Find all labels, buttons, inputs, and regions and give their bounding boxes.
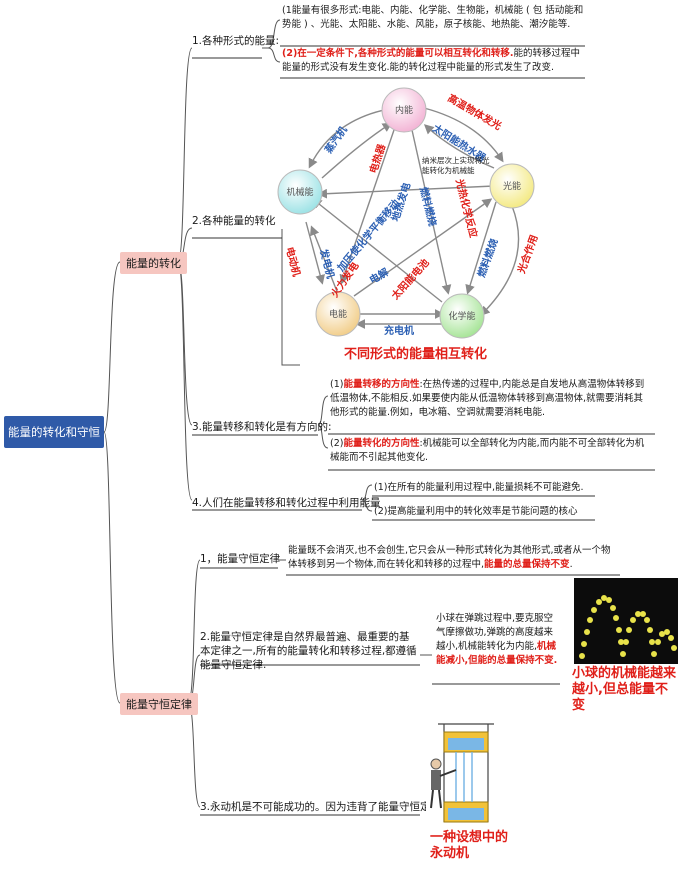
energy-transfer-text: (2)在一定条件下,各种形式的能量可以相互转化和转移.能的转移过程中能量的形式没… <box>282 48 581 73</box>
node-light-energy <box>489 163 535 209</box>
item-perpetual-label: 3.永动机是不可能成功的。因为违背了能量守恒定律. <box>200 801 445 813</box>
item-law-label: 1，能量守恒定律 <box>200 553 281 565</box>
node-light-label: 光能 <box>503 180 521 192</box>
ball-bounce-highlight: 机械能减小,但能的总量保持不变. <box>436 641 558 666</box>
bouncing-ball-image <box>574 578 678 664</box>
label-hot-glow: 高温物体发光 <box>446 91 504 132</box>
perpetual-machine-image <box>426 722 502 828</box>
item-direction-label: 3.能量转移和转化是有方向的: <box>192 421 332 433</box>
label-nano: 纳米层次上实现将光能转化为机械能 <box>422 156 490 175</box>
ball-caption: 小球的机械能越来越小,但总能量不变 <box>572 666 677 713</box>
topic-energy-conversion[interactable]: 能量的转化 <box>120 252 187 274</box>
root-topic[interactable]: 能量的转化和守恒 <box>4 416 104 448</box>
node-mechanical-energy <box>277 169 323 215</box>
energy-conversion-diagram: 内能 光能 机械能 电能 化学能 高温物体发光 太阳能热水器 蒸汽机 电热器 地… <box>277 87 540 339</box>
perpetual-caption: 一种设想中的永动机 <box>430 830 509 861</box>
item-conversion-label: 2.各种能量的转化 <box>192 215 276 227</box>
node-elec-label: 电能 <box>329 308 347 320</box>
direction-transfer-highlight: 能量转移的方向性 <box>343 379 420 390</box>
law-text: 能量既不会消灭,也不会创生,它只会从一种形式转化为其他形式,或者从一个物体转移到… <box>288 545 611 570</box>
utilization-text-1: (1)在所有的能量利用过程中,能量损耗不可能避免. <box>374 482 584 493</box>
item-energy-forms-label: 1.各种形式的能量: <box>192 35 280 47</box>
utilization-text-2: (2)提高能量利用中的转化效率是节能问题的核心 <box>374 506 578 517</box>
direction-conversion-text: (2)能量转化的方向性:机械能可以全部转化为内能,而内能不可全部转化为机械能而不… <box>330 438 645 463</box>
node-chem-label: 化学能 <box>448 310 475 322</box>
label-solar-cell: 太阳能电池 <box>388 256 432 303</box>
node-inner-label: 内能 <box>395 104 413 116</box>
energy-transfer-highlight: (2)在一定条件下,各种形式的能量可以相互转化和转移. <box>282 48 514 59</box>
label-electric-heater: 电热器 <box>366 141 388 174</box>
node-electric-energy <box>315 291 361 337</box>
direction-conversion-highlight: 能量转化的方向性 <box>343 438 420 449</box>
label-motor: 电动机 <box>283 245 303 277</box>
item-fundamental-label: 2.能量守恒定律是自然界最普遍、最重要的基本定律之一,所有的能量转化和转移过程,… <box>200 631 417 671</box>
law-highlight: 能量的总量保持不变 <box>484 559 570 570</box>
conversion-caption: 不同形式的能量相互转化 <box>344 347 488 362</box>
topic-conservation-law[interactable]: 能量守恒定律 <box>120 693 198 715</box>
direction-transfer-text: (1)能量转移的方向性:在热传递的过程中,内能总是自发地从高温物体转移到低温物体… <box>330 379 645 418</box>
node-mech-label: 机械能 <box>286 186 313 198</box>
item-utilization-label: 4.人们在能量转移和转化过程中利用能量 <box>192 497 381 509</box>
label-electrolysis: 电解 <box>367 265 391 286</box>
node-chemical-energy <box>439 293 485 339</box>
node-inner-energy <box>381 87 427 133</box>
ball-bounce-text: 小球在弹跳过程中,要克服空气摩擦做功,弹跳的高度越来越小,机械能转化为内能,机械… <box>436 613 558 666</box>
label-steam-engine: 蒸汽机 <box>322 124 350 156</box>
label-charger: 充电机 <box>384 324 414 337</box>
label-fuel-burning: 燃料燃烧 <box>417 186 439 228</box>
energy-forms-text: (1能量有很多形式:电能、内能、化学能、生物能，机械能 ( 包 括动能和势能 )… <box>282 5 584 30</box>
